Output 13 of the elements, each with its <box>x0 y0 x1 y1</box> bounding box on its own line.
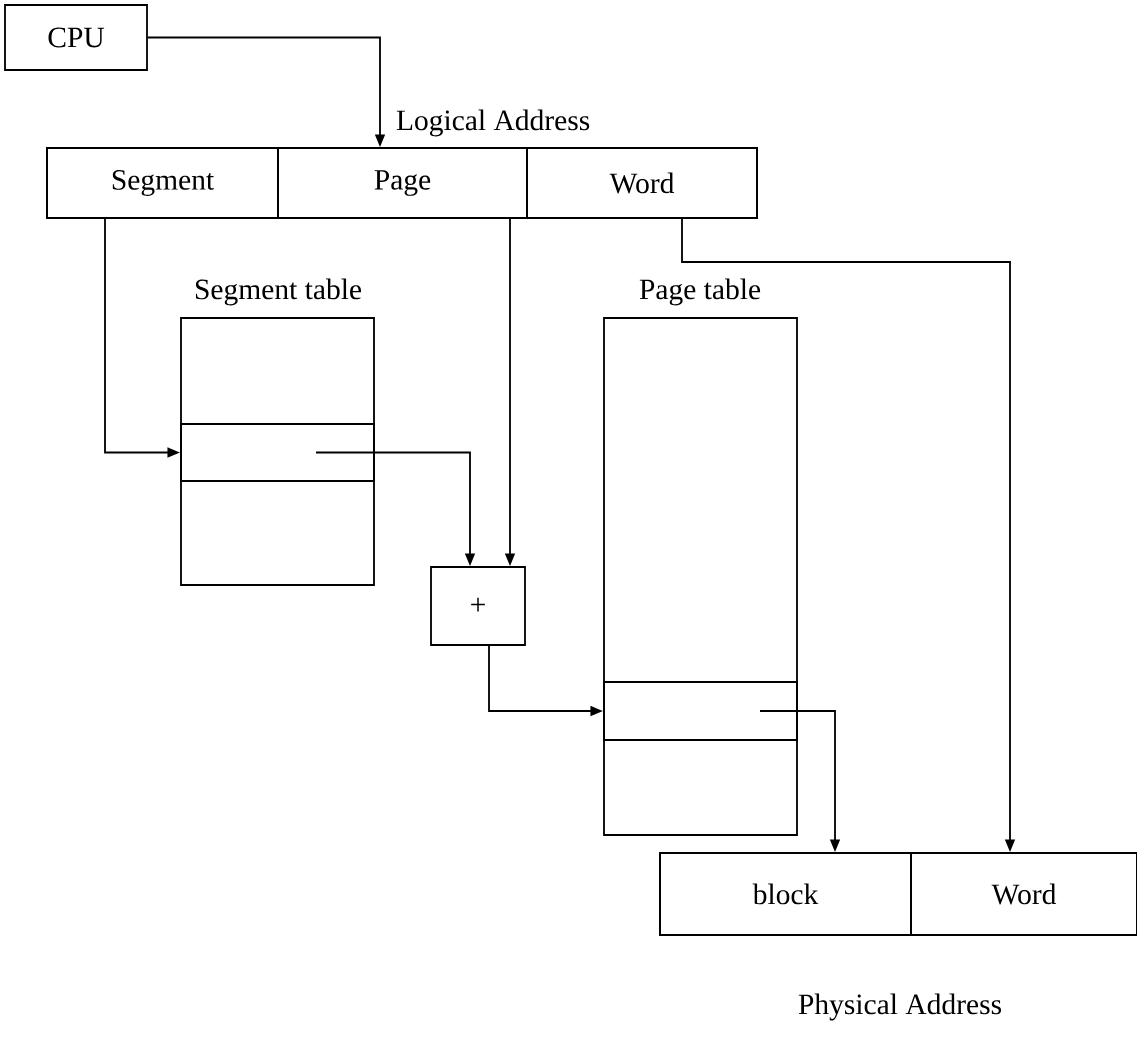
register-field: Segment <box>46 147 279 219</box>
cpu-box: CPU <box>4 4 148 71</box>
register-heading: Physical Address <box>798 993 1002 1021</box>
register-field: Word <box>526 147 758 219</box>
table-entry <box>180 423 375 482</box>
register-heading: Logical Address <box>396 109 590 137</box>
table-heading: Segment table <box>195 278 362 306</box>
adder-box: + <box>430 566 526 646</box>
table-entry <box>603 681 798 741</box>
register-field: Page <box>277 147 528 219</box>
register-field: Word <box>910 852 1137 936</box>
register-field: block <box>659 852 912 936</box>
table-heading: Page table <box>639 278 761 306</box>
